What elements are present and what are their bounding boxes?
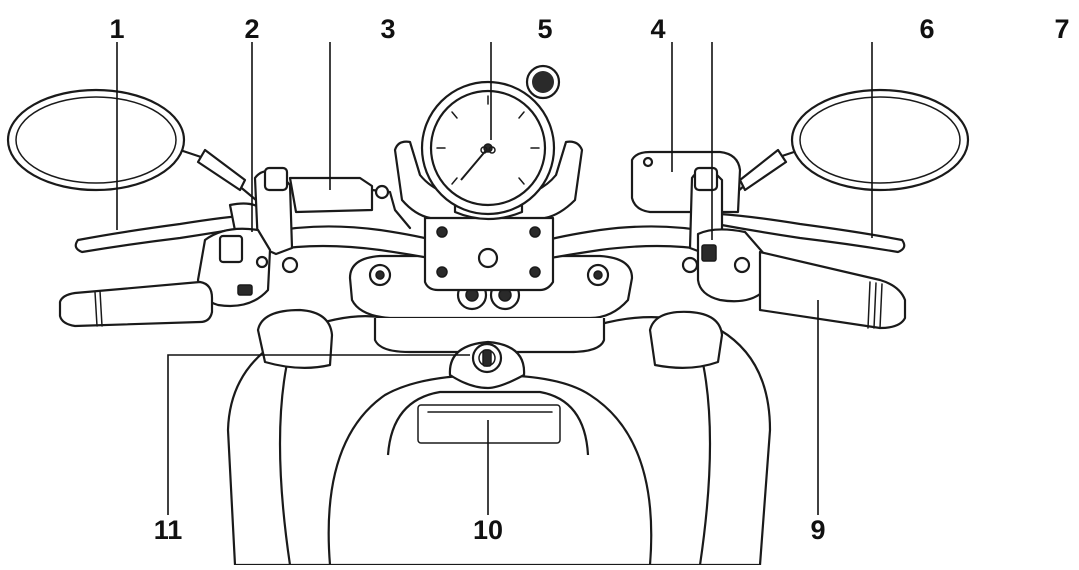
- left-reservoir: [288, 176, 374, 214]
- leader-11: [167, 354, 470, 515]
- callout-11: 11: [154, 515, 183, 545]
- left-grip: [58, 280, 214, 328]
- callout-10: 10: [473, 515, 503, 545]
- callout-9: 9: [810, 515, 825, 545]
- left-controls: [58, 166, 412, 328]
- callout-7: 7: [1054, 14, 1069, 44]
- callout-4: 4: [650, 14, 665, 44]
- callout-2: 2: [244, 14, 259, 44]
- tank-display-window: [417, 404, 561, 444]
- side-covers: [256, 308, 724, 369]
- left-mirror: [6, 88, 258, 202]
- callout-5: 5: [537, 14, 552, 44]
- right-mirror: [726, 88, 970, 202]
- meter-assembly: [393, 64, 584, 292]
- brake-lever: [714, 212, 906, 254]
- throttle-grip: [758, 250, 907, 330]
- callout-6: 6: [919, 14, 934, 44]
- callout-3: 3: [380, 14, 395, 44]
- main-switch: [448, 340, 526, 390]
- leader-lines: [116, 42, 873, 515]
- callout-numbers: 1 2 3 5 4 6 7 11 10 9: [109, 14, 1069, 545]
- callout-1: 1: [109, 14, 124, 44]
- right-switch-housing: [696, 228, 767, 303]
